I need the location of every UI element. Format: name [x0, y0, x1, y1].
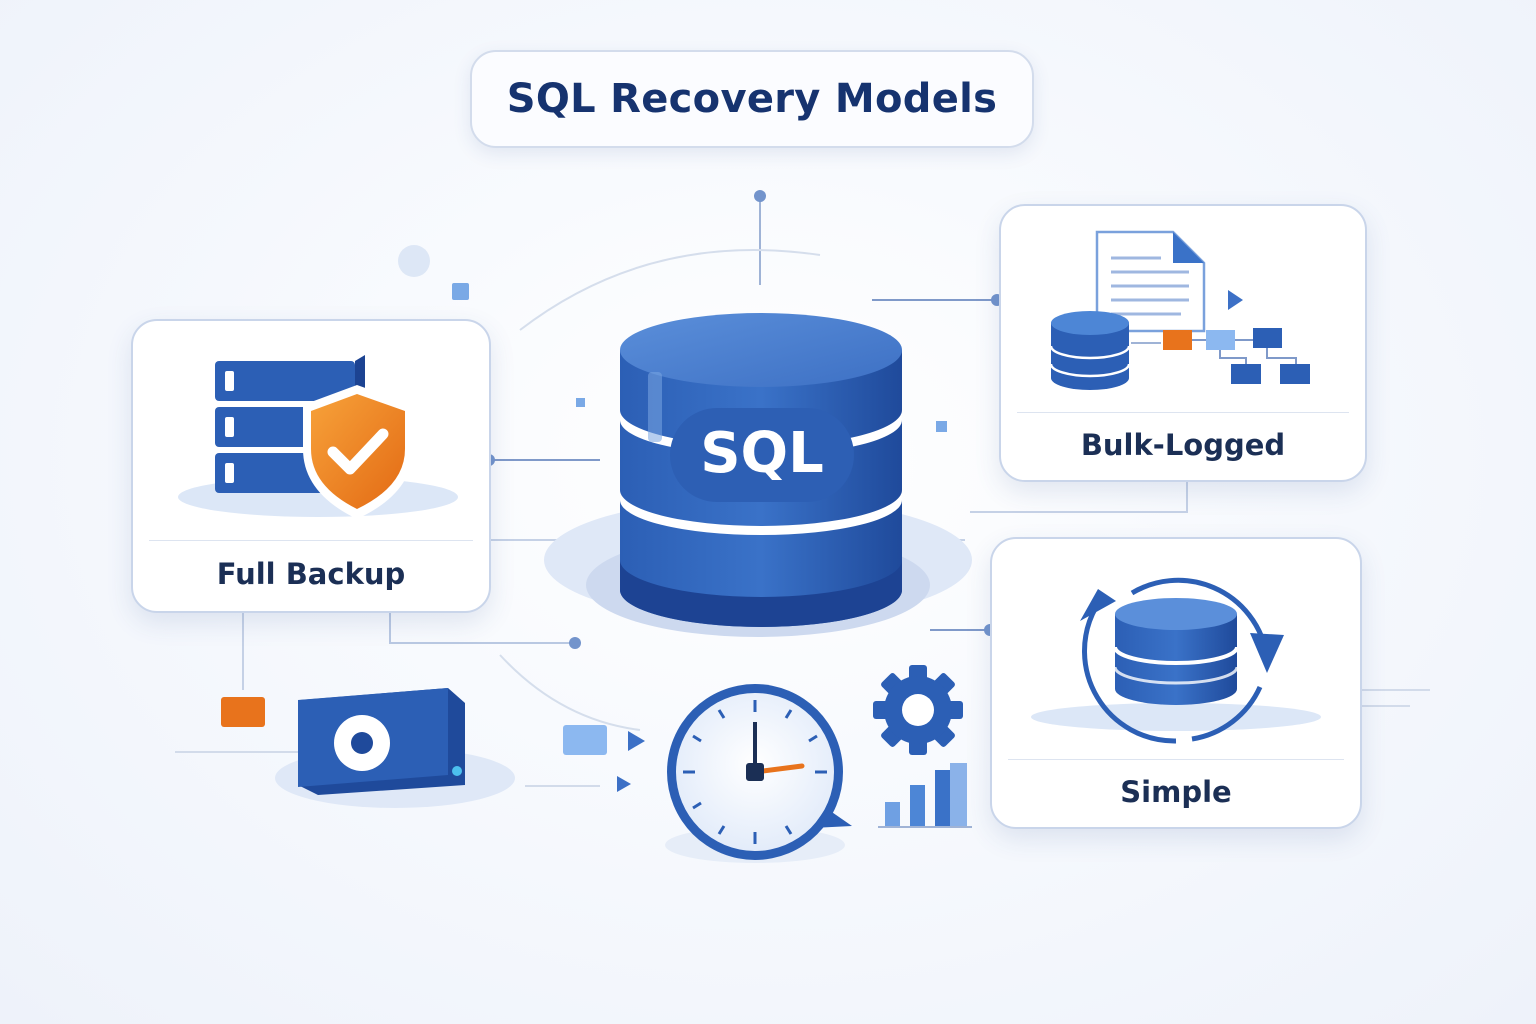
page-title: SQL Recovery Models [506, 76, 998, 122]
bar-chart-icon [878, 763, 972, 828]
card-bulk-logged[interactable]: Bulk-Logged [999, 204, 1367, 482]
card-divider [1017, 412, 1349, 413]
database-cycle-icon [1031, 577, 1321, 744]
card-simple[interactable]: Simple [990, 537, 1362, 829]
backup-drive-icon [275, 688, 515, 808]
card-full-backup[interactable]: Full Backup [131, 319, 491, 613]
server-shield-icon [178, 355, 458, 519]
card-label-simple: Simple [1120, 775, 1232, 809]
document-database-flow-icon [1049, 230, 1310, 390]
sql-database-icon [544, 313, 972, 637]
gear-icon [873, 665, 963, 755]
card-label-full-backup: Full Backup [216, 557, 406, 591]
card-label-bulk-logged: Bulk-Logged [1080, 428, 1286, 462]
title-pill: SQL Recovery Models [470, 50, 1034, 148]
clock-icon [665, 684, 852, 863]
sql-label: SQL [700, 421, 824, 486]
card-divider [149, 540, 473, 541]
card-divider [1008, 759, 1344, 760]
